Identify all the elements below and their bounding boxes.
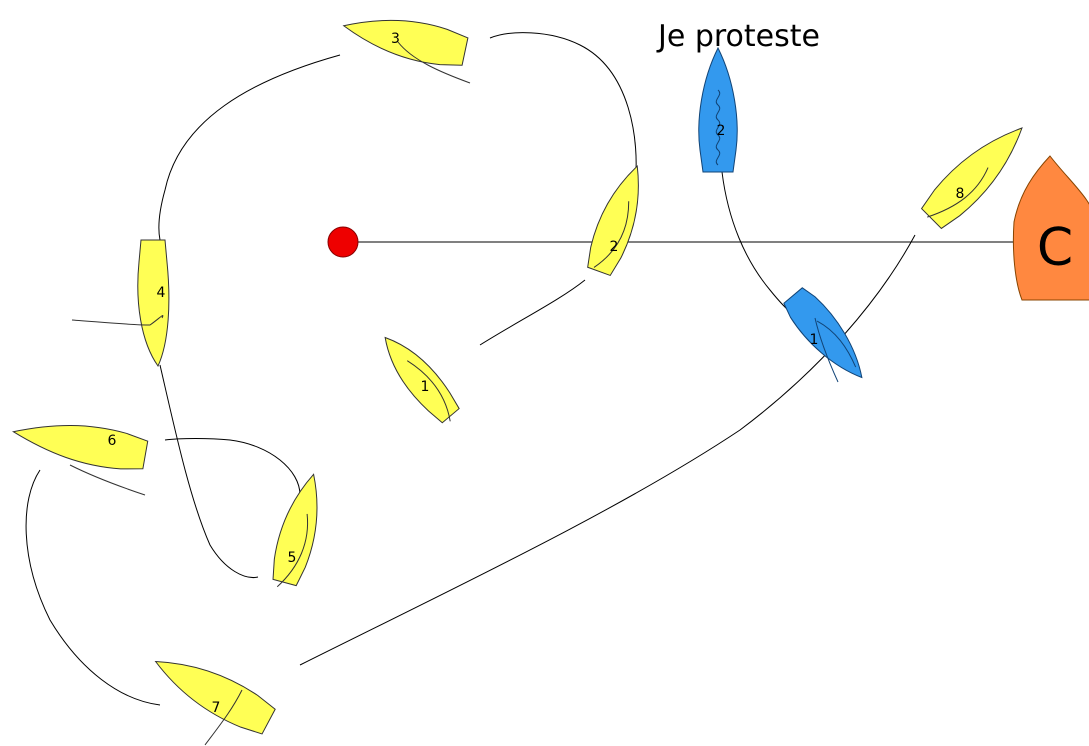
- committee-boat: C: [1012, 155, 1089, 301]
- yellow-boat-6-sail: [69, 464, 146, 496]
- blue-boat-1-label: 1: [810, 332, 819, 348]
- yellow-boat-4-label: 4: [157, 285, 166, 301]
- yellow-boat-6-label: 6: [108, 433, 117, 449]
- start-mark: [327, 226, 359, 258]
- yellow-boat-2-label: 2: [610, 239, 619, 255]
- yellow-boat-1-label: 1: [421, 379, 430, 395]
- yellow-boat-4: 4: [137, 239, 170, 367]
- yellow-boat-5: 5: [272, 473, 318, 588]
- committee-boat-label: C: [1037, 218, 1073, 278]
- blue-boat-1-sail: [814, 317, 839, 383]
- yellow-boat-4-sail: [71, 315, 164, 326]
- yellow-boat-8-label: 8: [956, 186, 965, 202]
- yellow-boat-3-label: 3: [391, 31, 400, 47]
- yellow-boat-5-label: 5: [288, 550, 297, 566]
- yellow-boat-6: 6: [11, 425, 149, 470]
- yellow-boat-track: [25, 32, 916, 706]
- yellow-boat-7-sail: [204, 689, 243, 746]
- yellow-boat-3: 3: [342, 19, 469, 66]
- yellow-boat-7: 7: [154, 660, 276, 735]
- protest-caption: Je proteste: [658, 19, 820, 54]
- blue-boat-1: 1: [783, 287, 863, 379]
- blue-boat-2: 2: [698, 46, 738, 173]
- yellow-boat-2: 2: [587, 165, 639, 277]
- yellow-boat-8: 8: [920, 127, 1023, 230]
- yellow-boat-1: 1: [384, 336, 460, 424]
- blue-boat-2-label: 2: [717, 123, 726, 139]
- yellow-boat-3-sail: [397, 41, 471, 84]
- yellow-boat-7-label: 7: [212, 700, 221, 716]
